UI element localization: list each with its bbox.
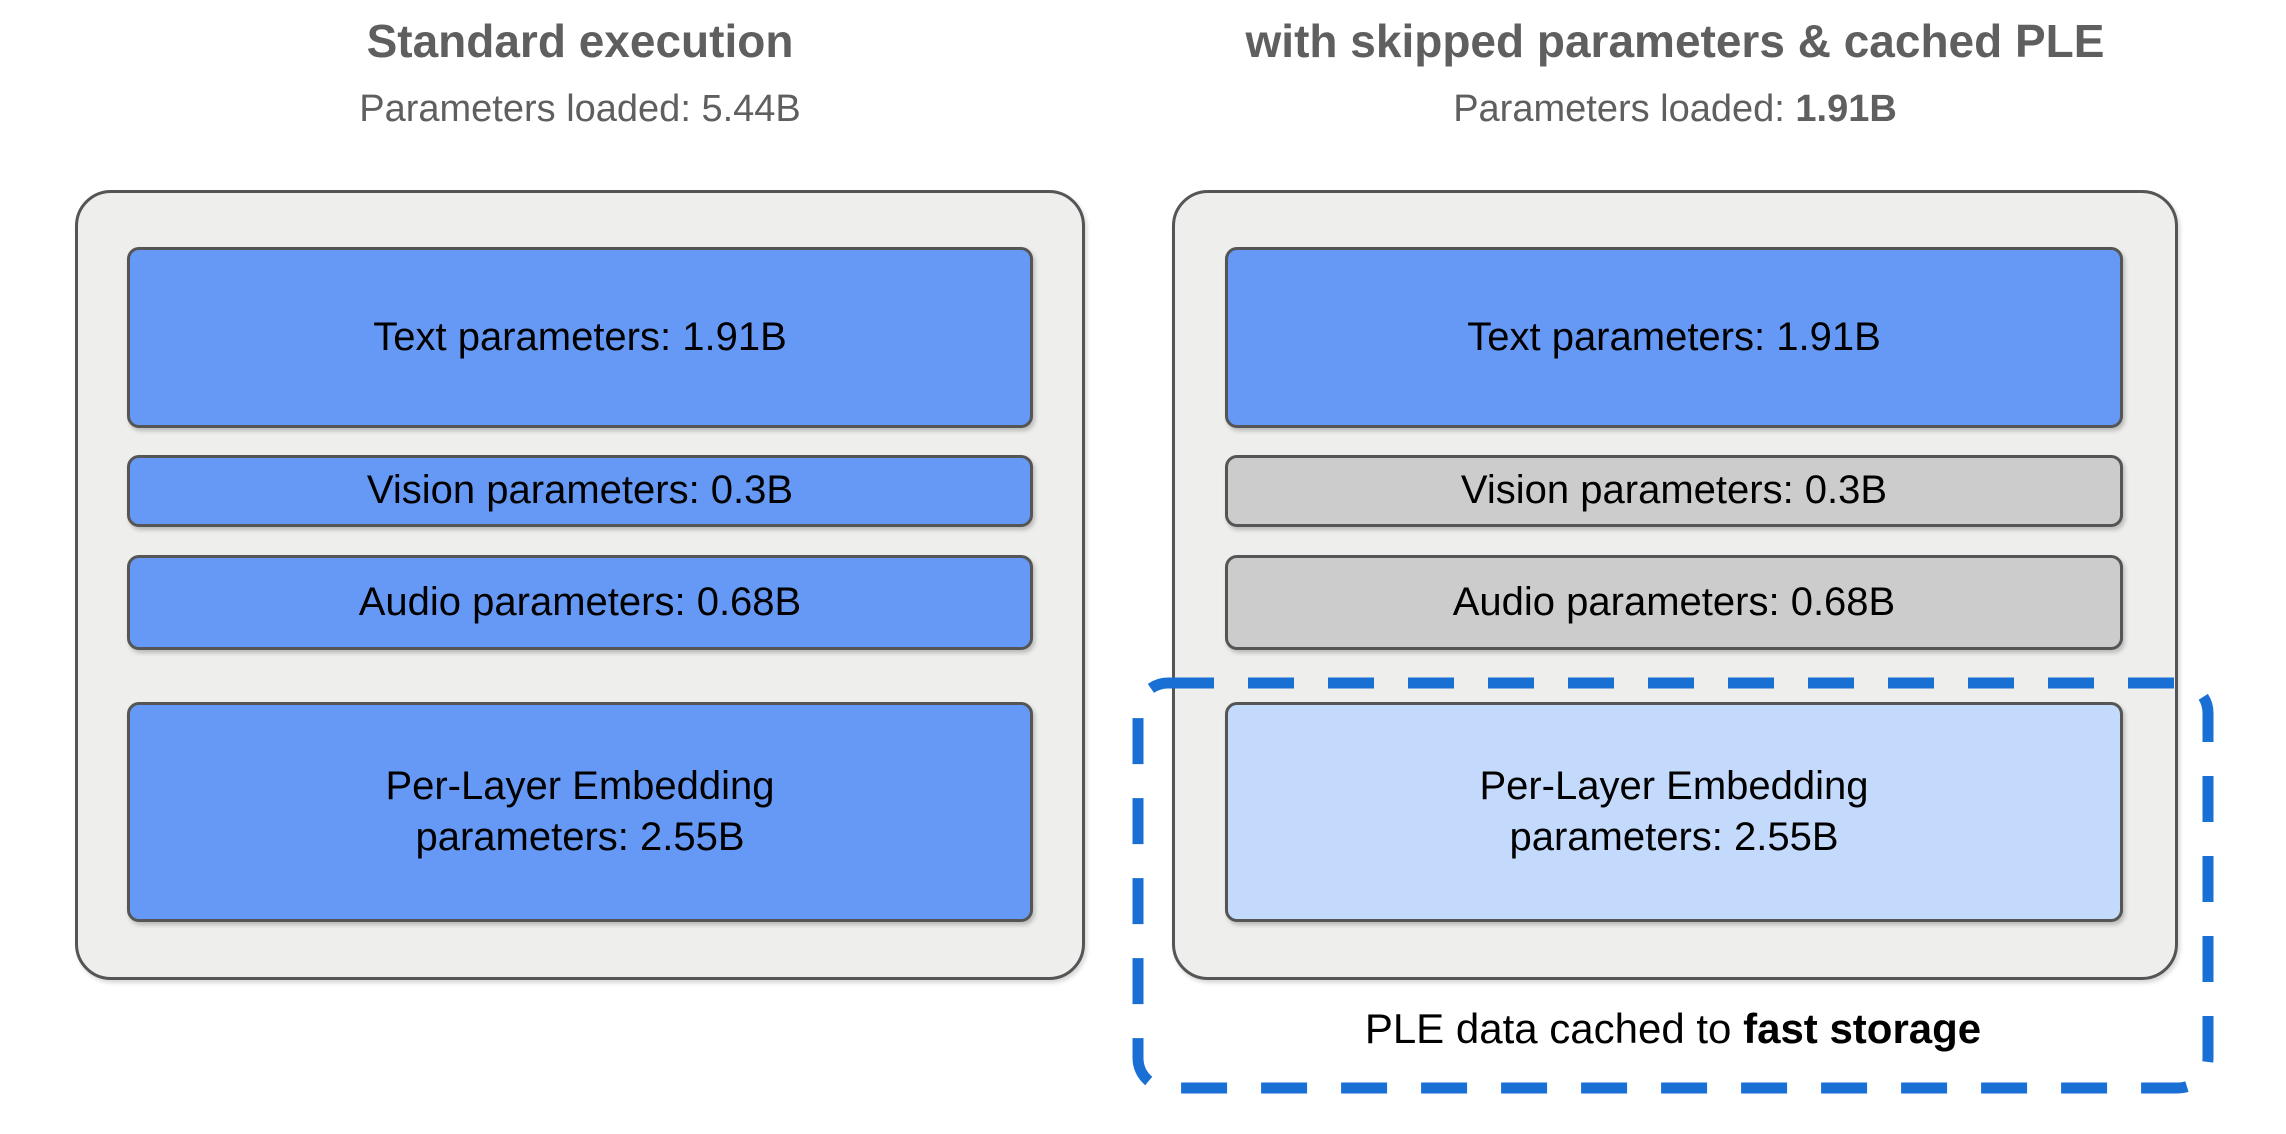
cache-caption: PLE data cached to fast storage: [1133, 1005, 2213, 1053]
params-loaded-value-right: 1.91B: [1795, 87, 1897, 130]
params-loaded-value-left: 5.44B: [701, 87, 801, 130]
column-subtitle-standard: Parameters loaded: 5.44B: [75, 87, 1085, 131]
column-title-standard: Standard execution: [366, 15, 794, 67]
param-box-label-line2: parameters: 2.55B: [415, 815, 745, 859]
cache-caption-emphasis: fast storage: [1743, 1005, 1982, 1052]
param-box-vision-cached: Vision parameters: 0.3B: [1225, 455, 2123, 527]
param-box-text-standard: Text parameters: 1.91B: [127, 247, 1033, 428]
column-title-cached: with skipped parameters & cached PLE: [1245, 15, 2105, 67]
column-subtitle-cached: Parameters loaded: 1.91B: [1172, 87, 2178, 131]
param-box-label-multiline: Per-Layer Embedding parameters: 2.55B: [385, 761, 774, 863]
param-box-label-multiline: Per-Layer Embedding parameters: 2.55B: [1479, 761, 1868, 863]
param-box-label: Audio parameters: 0.68B: [1452, 579, 1896, 624]
param-box-label: Text parameters: 1.91B: [373, 314, 787, 359]
param-box-vision-standard: Vision parameters: 0.3B: [127, 455, 1033, 527]
params-loaded-label-left: Parameters loaded:: [359, 87, 702, 130]
param-box-text-cached: Text parameters: 1.91B: [1225, 247, 2123, 428]
param-box-audio-cached: Audio parameters: 0.68B: [1225, 555, 2123, 650]
param-box-ple-standard: Per-Layer Embedding parameters: 2.55B: [127, 702, 1033, 922]
param-box-audio-standard: Audio parameters: 0.68B: [127, 555, 1033, 650]
param-box-label: Text parameters: 1.91B: [1467, 314, 1881, 359]
param-box-label: Vision parameters: 0.3B: [366, 468, 794, 513]
param-box-label-line1: Per-Layer Embedding: [385, 763, 775, 808]
param-box-label: Vision parameters: 0.3B: [1460, 468, 1888, 513]
column-header-cached: with skipped parameters & cached PLE Par…: [1172, 16, 2178, 130]
column-header-standard: Standard execution Parameters loaded: 5.…: [75, 16, 1085, 130]
param-box-label: Audio parameters: 0.68B: [358, 579, 802, 624]
cache-caption-prefix: PLE data cached to: [1364, 1005, 1744, 1052]
params-loaded-label-right: Parameters loaded:: [1453, 87, 1796, 130]
param-box-ple-cached: Per-Layer Embedding parameters: 2.55B: [1225, 702, 2123, 922]
param-box-label-line2: parameters: 2.55B: [1509, 815, 1839, 859]
param-box-label-line1: Per-Layer Embedding: [1479, 763, 1869, 808]
